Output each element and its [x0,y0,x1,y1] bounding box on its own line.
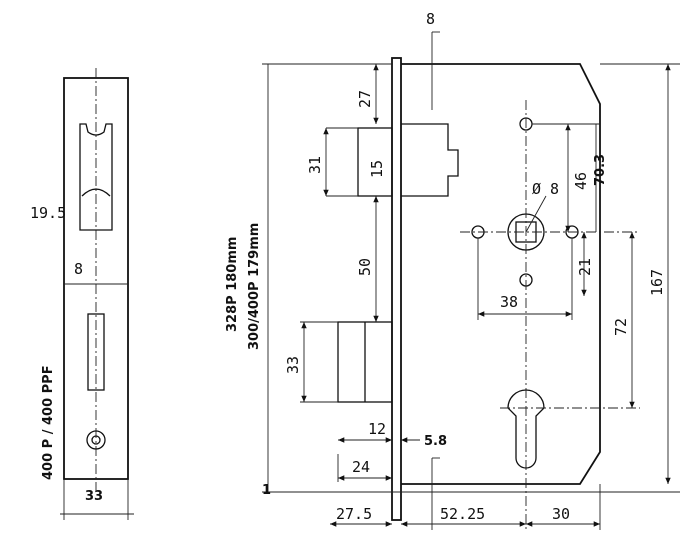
dim-12-label: 12 [368,420,386,438]
front-view: 8 19.5 33 400 P / 400 PPF [30,68,134,520]
dim-diam-8-label: Ø 8 [532,180,559,198]
side-model-line1: 328P 180mm [225,237,240,332]
front-width-label: 33 [85,489,103,504]
dim-5-8-label: 5.8 [424,434,447,449]
dim-24-label: 24 [352,458,370,476]
front-model-label: 400 P / 400 PPF [41,365,56,480]
side-model-line2: 300/400P 179mm [247,223,262,350]
dim-8-label: 8 [426,10,435,28]
latch-opening [79,123,113,231]
dim-30-label: 30 [552,505,570,523]
lock-case-outline [401,63,601,485]
side-faceplate-strip [391,57,402,521]
front-height-label: 19.5 [30,204,66,222]
dim-46-label: 46 [572,172,590,190]
side-view: 8 27 31 15 50 33 12 5.8 24 27.5 [225,10,680,530]
dim-38-label: 38 [500,293,518,311]
dim-167-label: 167 [648,269,666,296]
dim-27-5-label: 27.5 [336,505,372,523]
dim-72-label: 72 [612,318,630,336]
dim-70-3-label: 70.3 [593,154,608,186]
dim-52-25-label: 52.25 [440,505,485,523]
latch-follower [401,123,459,197]
dim-27-label: 27 [356,90,374,108]
cylinder-screw-outer [86,430,106,450]
latch-opening-mid [81,188,111,197]
dim-1-label: 1 [262,483,271,498]
deadbolt-opening [87,313,105,391]
dim-31-label: 31 [306,156,324,174]
dim-diam-8-leader [525,195,547,233]
front-top-label: 8 [74,260,83,278]
dim-21-label: 21 [576,258,594,276]
dim-50-label: 50 [356,258,374,276]
dim-33-label: 33 [284,356,302,374]
dim-15-label: 15 [368,160,386,178]
cylinder-screw-inner [91,435,101,445]
